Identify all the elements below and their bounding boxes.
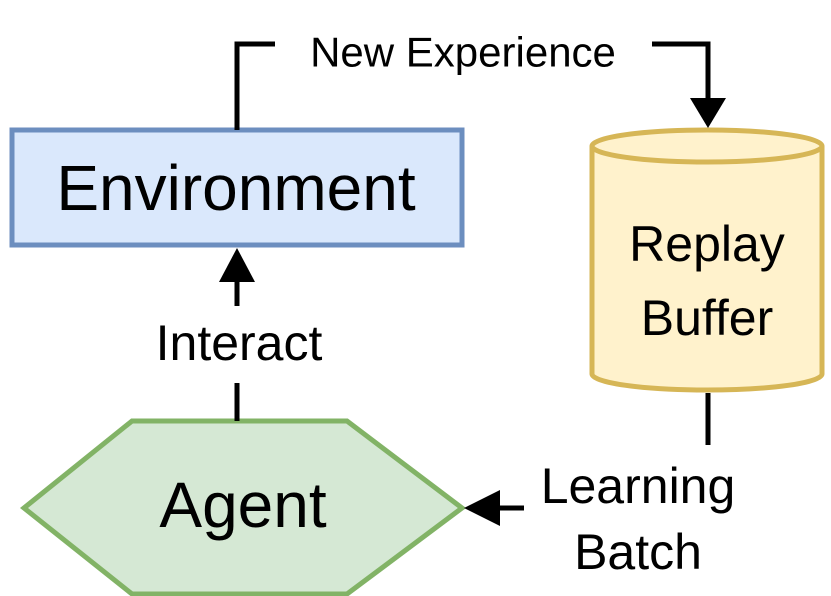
replay-buffer-label-line1: Replay	[629, 216, 785, 272]
replay-buffer-node: Replay Buffer	[589, 127, 825, 393]
new-experience-edge: New Experience	[234, 29, 726, 130]
environment-node: Environment	[9, 127, 465, 248]
agent-node: Agent	[20, 418, 467, 596]
interact-label: Interact	[156, 315, 323, 371]
learning-batch-edge: Learning Batch	[464, 393, 735, 580]
environment-box	[9, 127, 465, 248]
replay-buffer-label-line2: Buffer	[641, 290, 774, 346]
new-experience-connector	[234, 41, 711, 130]
learning-batch-arrowhead	[464, 490, 500, 526]
replay-buffer-cylinder-top	[589, 127, 825, 165]
environment-label: Environment	[56, 152, 416, 224]
interact-edge: Interact	[156, 248, 323, 421]
agent-label: Agent	[159, 469, 326, 541]
agent-hexagon	[20, 418, 467, 596]
replay-buffer-cylinder-body	[589, 146, 825, 393]
new-experience-arrowhead	[690, 98, 726, 128]
learning-batch-connector	[496, 393, 711, 511]
new-experience-label: New Experience	[310, 29, 616, 76]
interact-arrowhead	[219, 248, 255, 282]
learning-batch-label-line1: Learning	[541, 458, 736, 514]
learning-batch-label-line2: Batch	[574, 524, 702, 580]
